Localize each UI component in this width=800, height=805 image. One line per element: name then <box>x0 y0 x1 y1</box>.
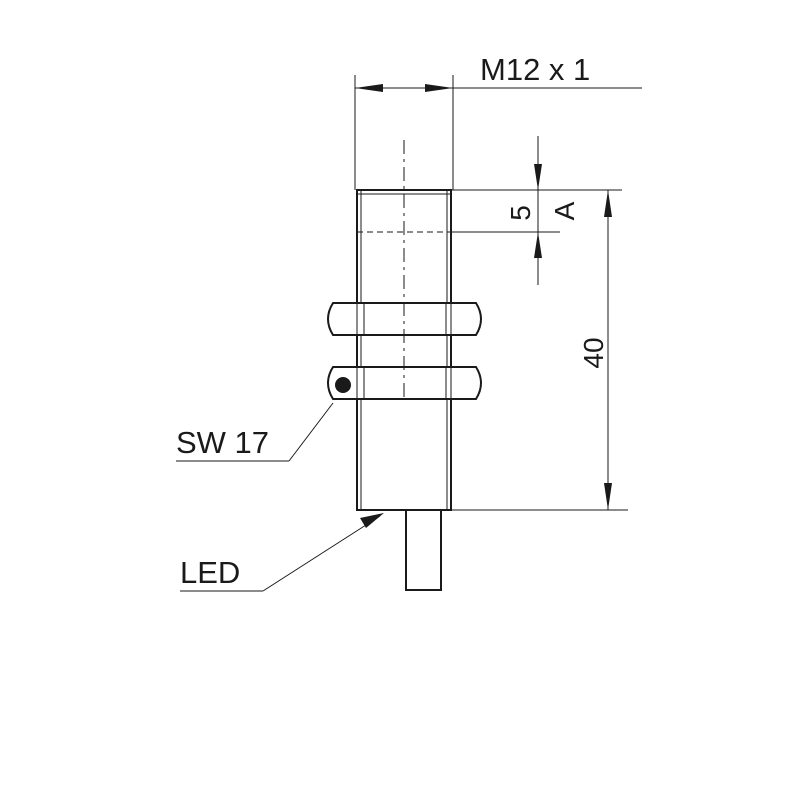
led-indicator-dot <box>335 377 351 393</box>
length-label: 40 <box>578 337 609 368</box>
dimension-thread: M12 x 1 <box>354 52 642 190</box>
cable <box>405 509 442 591</box>
leader-led: LED <box>180 513 384 592</box>
dimension-sensing-distance: 5 A <box>451 136 622 285</box>
thread-label: M12 x 1 <box>480 52 590 87</box>
dimension-length: 40 <box>451 190 628 511</box>
leader-wrench: SW 17 <box>176 402 334 462</box>
zone-label: A <box>549 201 580 220</box>
distance-label: 5 <box>505 205 536 221</box>
wrench-label: SW 17 <box>176 425 269 460</box>
led-label: LED <box>180 555 240 590</box>
nut-upper <box>327 302 482 336</box>
